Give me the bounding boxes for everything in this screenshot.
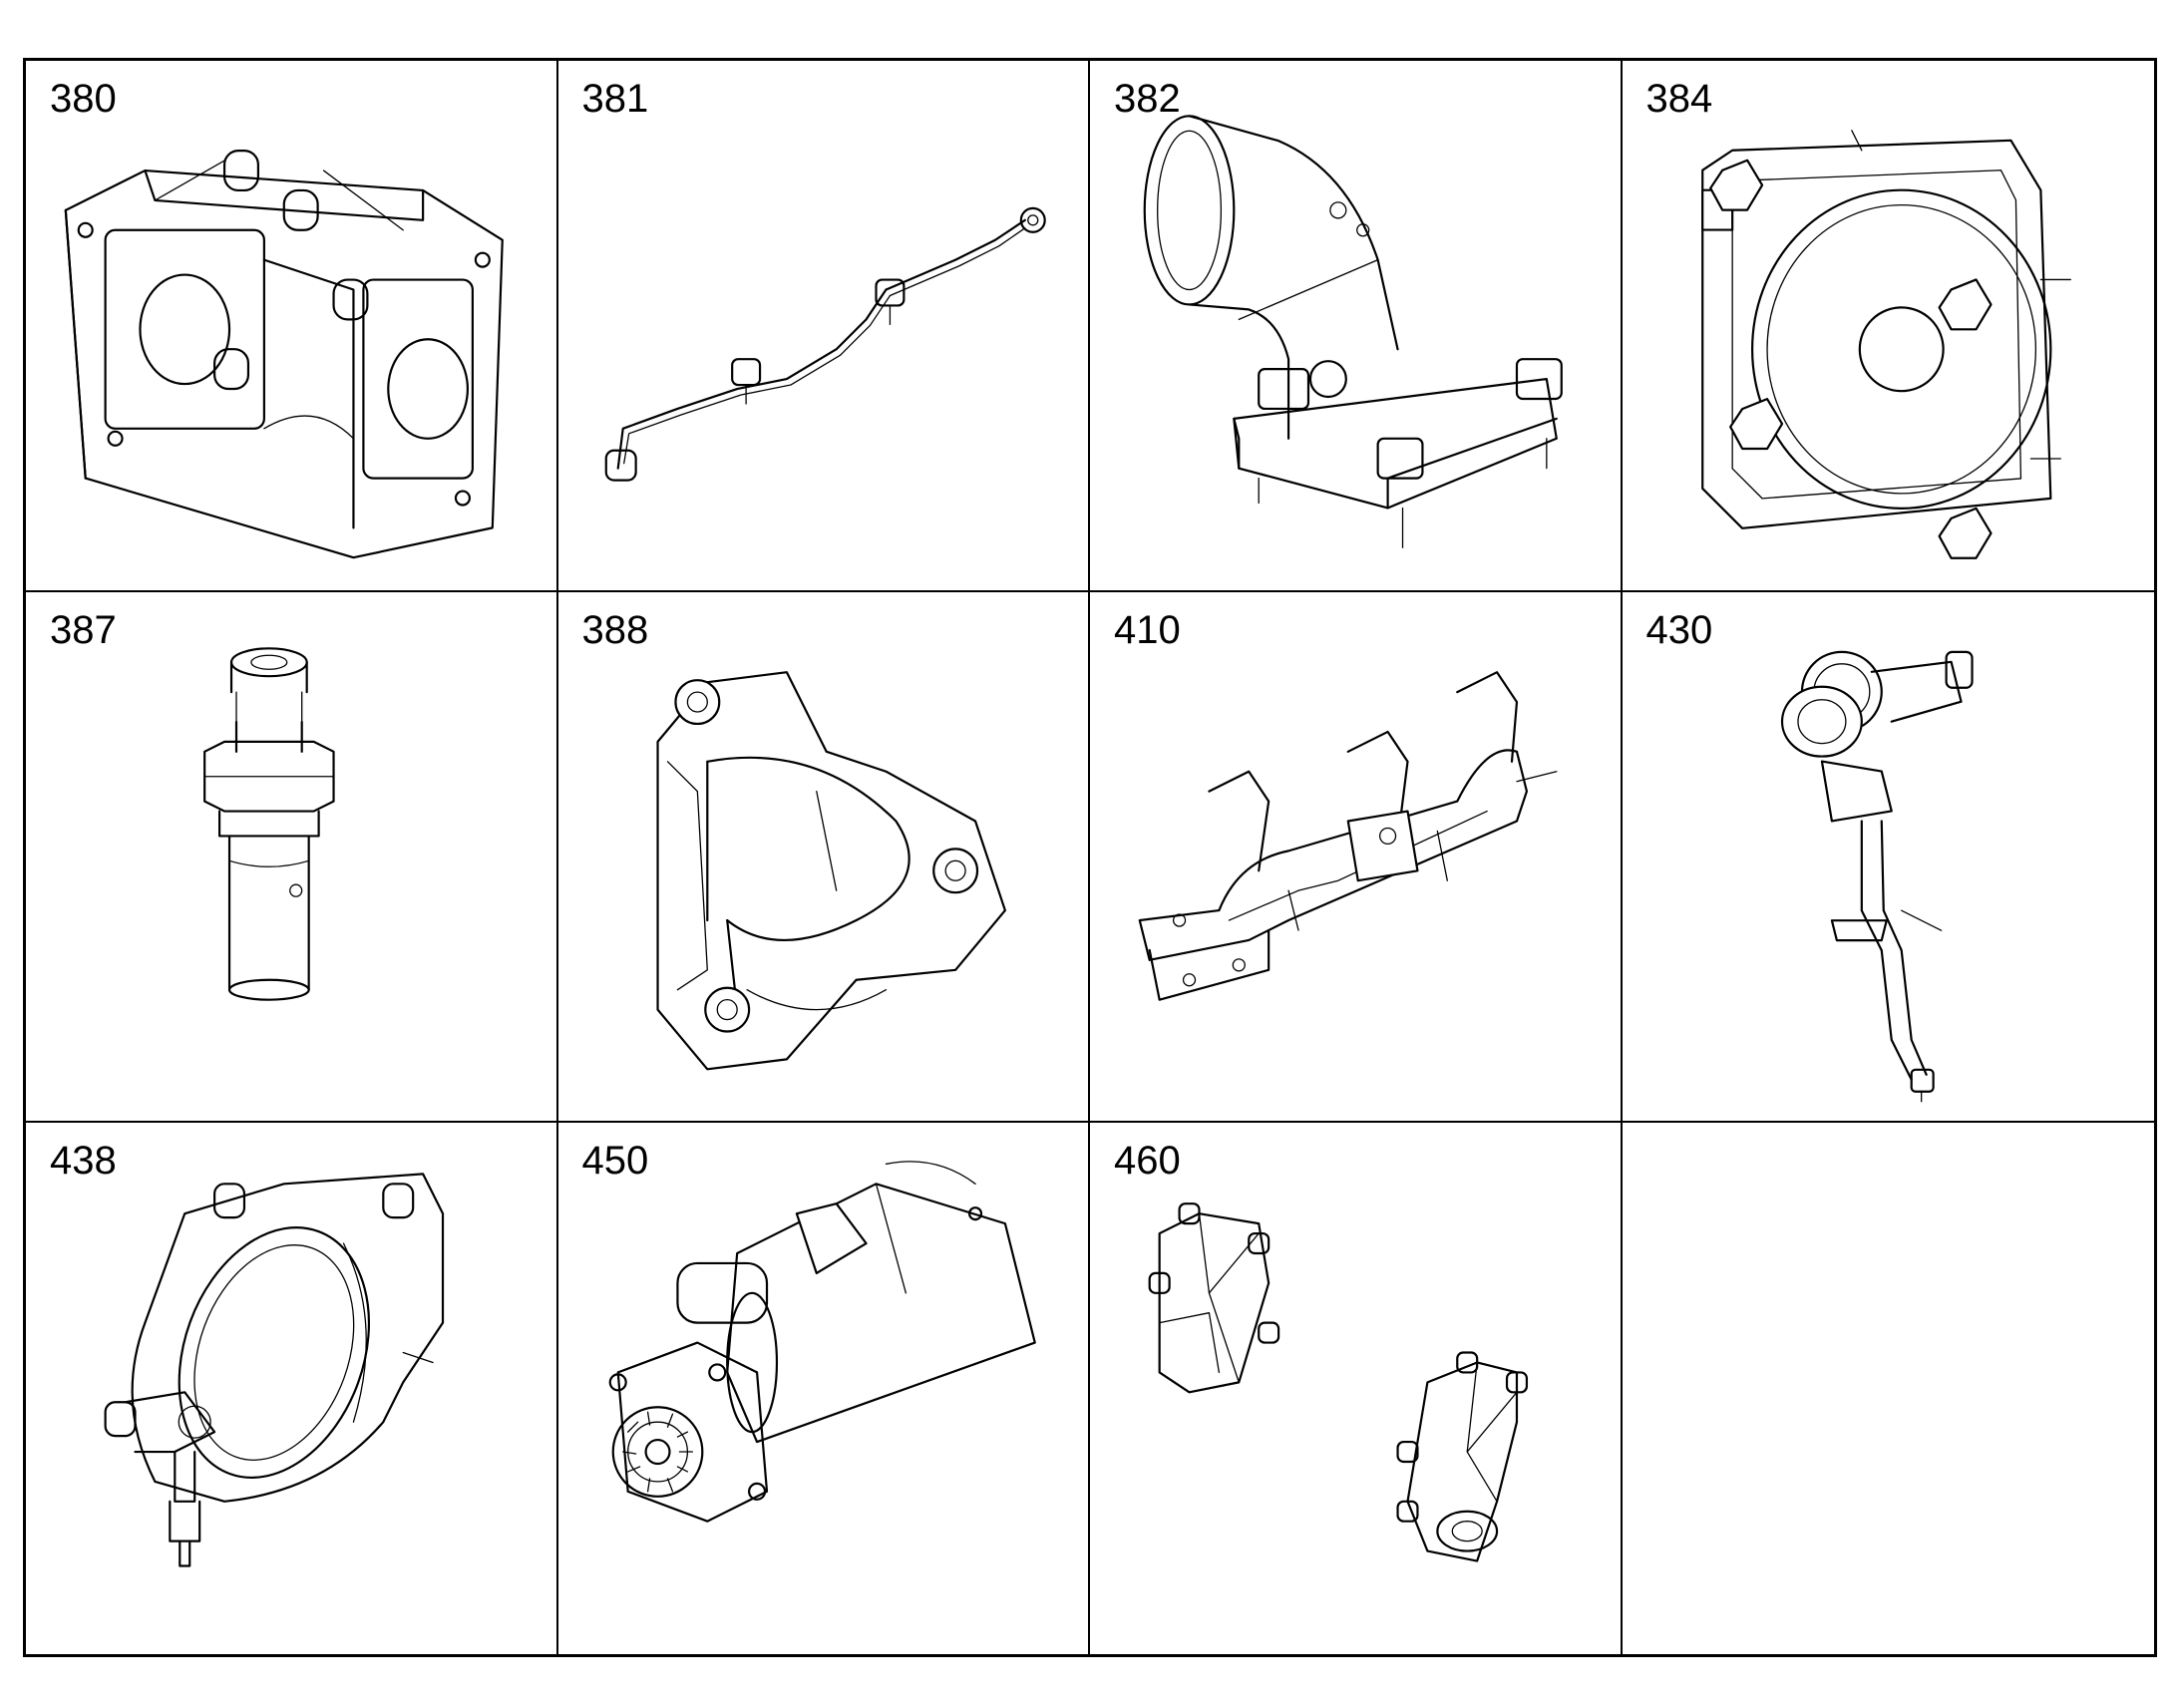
part-cell-438[interactable]: 438 [26,1123,558,1654]
bracket-pair-icon [1148,1202,1529,1562]
part-number: 430 [1645,607,1713,652]
part-cell-430[interactable]: 430 [1622,592,2154,1124]
part-number: 410 [1114,607,1181,652]
part-cell-410[interactable]: 410 [1090,591,1623,1124]
part-number: 380 [50,77,117,121]
part-cell-387[interactable]: 387 [26,591,558,1124]
part-number: 388 [581,607,649,652]
turbocharger-icon [1780,650,1974,1103]
part-number: 450 [581,1139,649,1184]
part-number: 460 [1114,1139,1181,1184]
part-number: 382 [1114,77,1181,121]
part-cell-388[interactable]: 388 [557,591,1090,1124]
part-number: 384 [1645,77,1713,121]
parts-grid: 380 381 [23,58,2157,1657]
part-cell-381[interactable]: 381 [557,61,1090,592]
part-cell-460[interactable]: 460 [1090,1123,1623,1654]
housing-block-icon [64,150,504,559]
exhaust-manifold-icon [1138,670,1558,1001]
starter-motor-icon [608,1161,1036,1524]
part-cell-380[interactable]: 380 [26,61,558,592]
elbow-housing-icon [655,670,1006,1071]
valve-fitting-icon [203,646,335,1001]
clamp-ring-icon [104,1173,445,1567]
part-cell-384[interactable]: 384 [1622,61,2154,592]
fuel-line-icon [604,206,1046,482]
part-cell-empty [1623,1123,2155,1654]
elbow-pipe-icon [1143,115,1563,548]
part-cell-382[interactable]: 382 [1090,61,1623,592]
part-cell-450[interactable]: 450 [558,1123,1090,1654]
part-number: 387 [50,607,117,652]
cover-plate-icon [1700,130,2071,559]
part-number: 438 [50,1139,117,1184]
part-number: 381 [581,77,649,121]
